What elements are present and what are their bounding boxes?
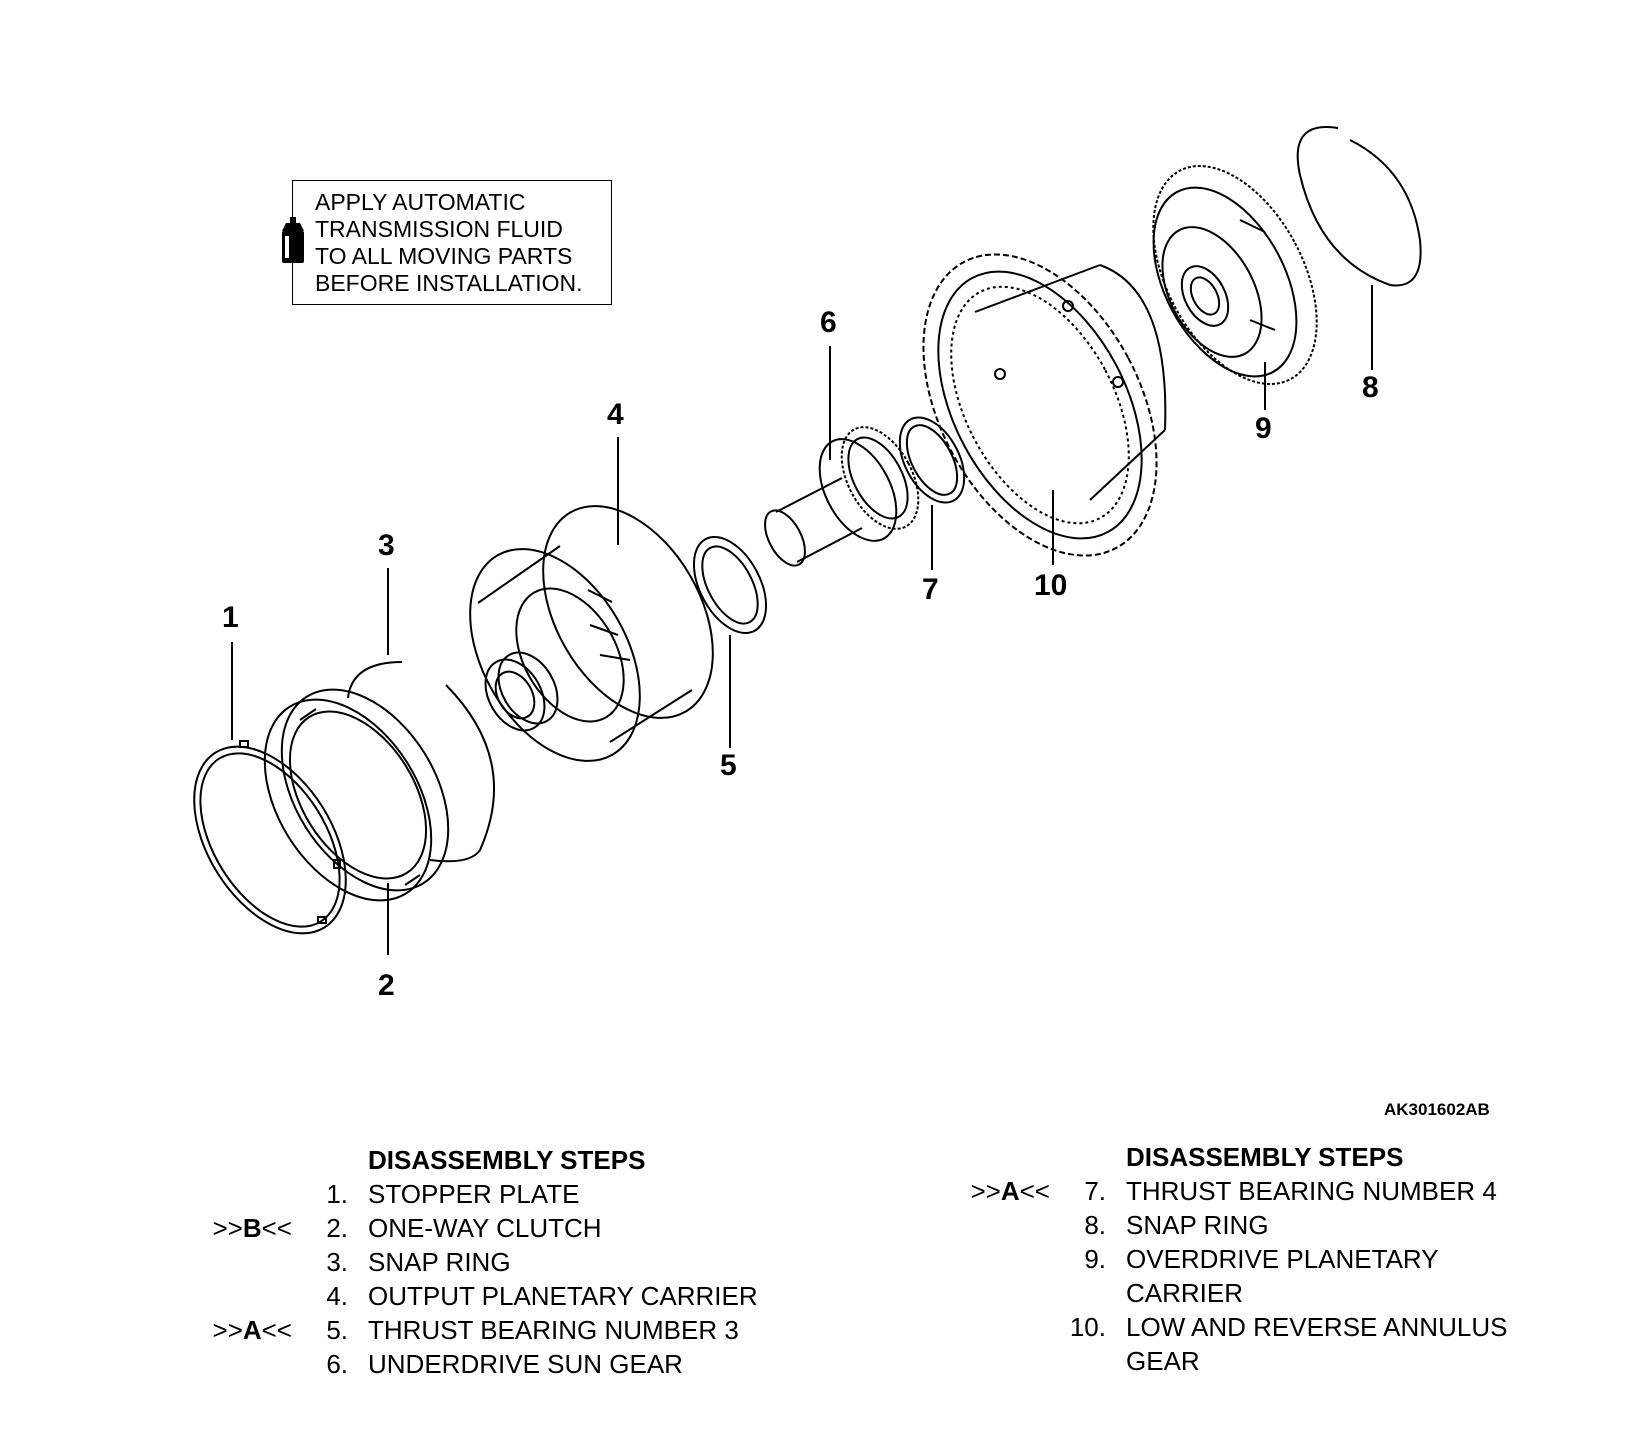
part-output-planetary-carrier [469,505,714,762]
fluid-note: APPLY AUTOMATIC TRANSMISSION FLUID TO AL… [282,180,612,305]
step-label: SNAP RING [1126,1210,1269,1240]
step-label: ONE-WAY CLUTCH [368,1213,602,1243]
callout-6: 6 [820,306,837,339]
step-label: UNDERDRIVE SUN GEAR [368,1349,683,1379]
step-number: 10. [1069,1312,1106,1342]
callout-4: 4 [607,398,624,431]
steps-right-heading: DISASSEMBLY STEPS [1126,1142,1404,1172]
callout-8: 8 [1362,371,1379,404]
step-number: 6. [326,1349,348,1379]
callout-7: 7 [922,573,939,606]
step-label-cont: GEAR [1126,1346,1200,1376]
part-one-way-clutch [263,688,450,902]
leader-lines [231,285,1373,955]
part-underdrive-sun-gear [764,426,920,567]
step-label: LOW AND REVERSE ANNULUS [1126,1312,1508,1342]
step-number: 1. [326,1179,348,1209]
callout-9: 9 [1255,412,1272,445]
step-mark: >>A<< [212,1315,292,1345]
step-number: 5. [326,1315,348,1345]
steps-left-heading: DISASSEMBLY STEPS [368,1145,646,1175]
step-number: 9. [1084,1244,1106,1274]
step-label: OUTPUT PLANETARY CARRIER [368,1281,758,1311]
note-line-1: APPLY AUTOMATIC [315,189,526,215]
step-number: 4. [326,1281,348,1311]
part-snap-ring [347,661,496,863]
note-line-2: TRANSMISSION FLUID [315,216,563,242]
step-label: SNAP RING [368,1247,511,1277]
step-mark: >>B<< [212,1213,292,1243]
step-label: OVERDRIVE PLANETARY [1126,1244,1439,1274]
step-label: THRUST BEARING NUMBER 3 [368,1315,739,1345]
note-line-4: BEFORE INSTALLATION. [315,270,583,296]
part-snap-ring-8 [1296,126,1422,287]
part-low-reverse-annulus-gear [922,253,1167,557]
part-thrust-bearing-4 [898,416,966,504]
step-label-cont: CARRIER [1126,1278,1244,1308]
step-number: 8. [1084,1210,1106,1240]
part-thrust-bearing-3 [692,535,768,635]
step-mark: >>A<< [970,1176,1050,1206]
callout-2: 2 [378,969,395,1002]
fluid-bottle-icon [282,217,304,263]
callout-10: 10 [1034,569,1067,602]
step-number: 3. [326,1247,348,1277]
callout-1: 1 [222,601,239,634]
part-stopper-plate [193,740,347,935]
step-number: 2. [326,1213,348,1243]
part-overdrive-planetary-carrier [1152,165,1318,385]
callout-5: 5 [720,749,737,782]
step-label: THRUST BEARING NUMBER 4 [1126,1176,1497,1206]
note-line-3: TO ALL MOVING PARTS [315,243,573,269]
step-label: STOPPER PLATE [368,1179,580,1209]
callout-3: 3 [378,529,395,562]
step-number: 7. [1084,1176,1106,1206]
drawing-id: AK301602AB [1384,1100,1490,1119]
